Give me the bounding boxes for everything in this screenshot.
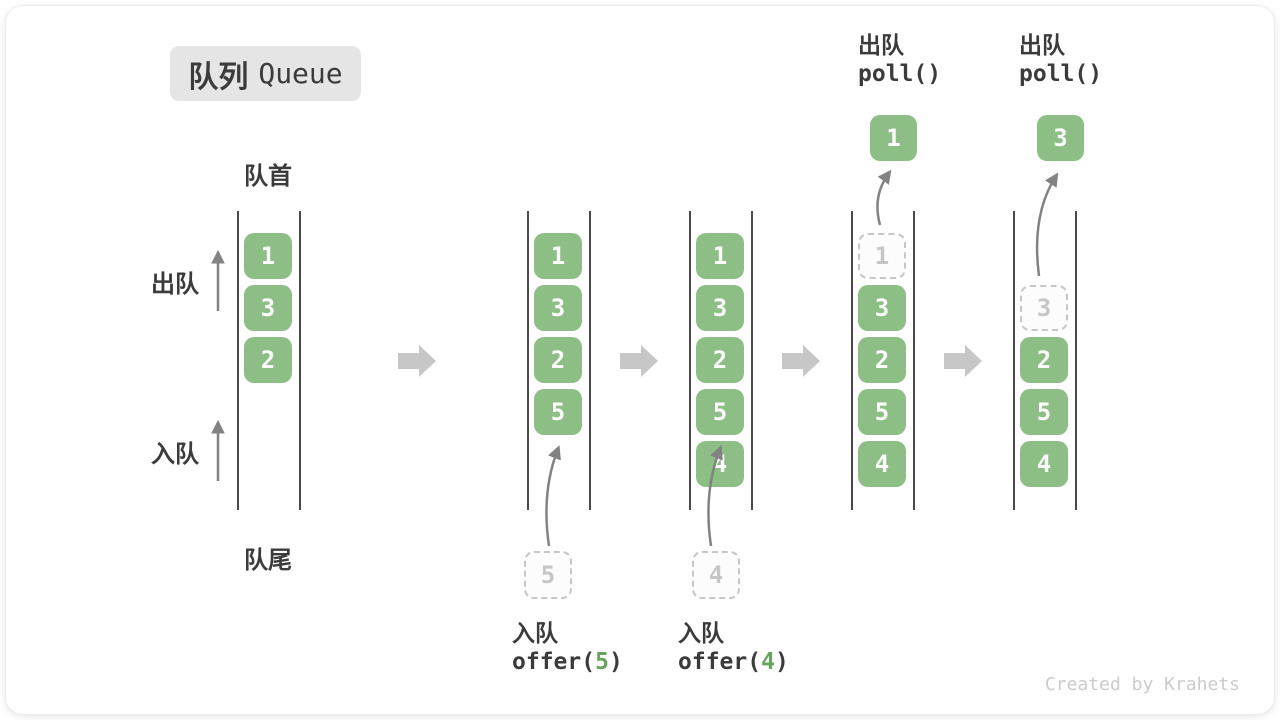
popped-element-box: 3 [1037,115,1084,161]
queue-wall [237,211,239,510]
pending-element-box: 4 [692,551,740,599]
queue-cell-removed: 1 [858,233,906,279]
queue-cell: 4 [858,441,906,487]
queue-wall [751,211,753,510]
flow-arrow-icon [398,345,436,377]
flow-arrow-icon [944,345,982,377]
caption-poll-3-label: 出队 [1019,32,1065,58]
popped-element-box: 1 [870,115,917,161]
watermark: Created by Krahets [1044,674,1240,695]
queue-cell: 2 [534,337,582,383]
queue-cell: 2 [244,337,292,383]
queue-cell: 4 [696,441,744,487]
queue-cell: 5 [534,389,582,435]
caption-poll-3-code: poll() [1019,61,1102,87]
queue-cell: 5 [1020,389,1068,435]
code-arg: 4 [761,649,775,675]
queue-cell: 3 [696,285,744,331]
label-enqueue: 入队 [151,441,199,468]
code-arg: 5 [595,649,609,675]
caption-enqueue-4-label: 入队 [678,620,724,646]
queue-wall [299,211,301,510]
caption-poll-1-label: 出队 [858,32,904,58]
queue-cell-removed: 3 [1020,285,1068,331]
queue-wall [589,211,591,510]
caption-enqueue-4: 入队 offer(4) [678,614,789,675]
flow-arrow-icon [782,345,820,377]
code-text: ) [774,649,789,675]
queue-wall [1013,211,1015,510]
queue-cell: 3 [534,285,582,331]
code-text: offer( [678,649,762,675]
queue-cell: 2 [858,337,906,383]
queue-cell: 1 [696,233,744,279]
caption-enqueue-5-code: offer(5) [512,649,623,675]
queue-cell: 1 [244,233,292,279]
caption-poll-1-code: poll() [858,61,941,87]
caption-poll-3: 出队 poll() [1019,26,1102,87]
label-queue-tail: 队尾 [244,547,292,574]
queue-wall [1075,211,1077,510]
queue-wall [913,211,915,510]
title-en: Queue [258,57,343,90]
pending-element-box: 5 [524,551,572,599]
queue-cell: 5 [858,389,906,435]
queue-wall [527,211,529,510]
queue-wall [851,211,853,510]
queue-cell: 4 [1020,441,1068,487]
flow-arrow-icon [620,345,658,377]
code-text: poll() [1019,61,1103,87]
caption-enqueue-5-label: 入队 [512,620,558,646]
caption-enqueue-5: 入队 offer(5) [512,614,623,675]
queue-cell: 1 [534,233,582,279]
title-zh: 队列 [188,60,249,94]
label-queue-head: 队首 [244,163,292,190]
code-text: poll() [858,61,942,87]
title-box: 队列 Queue [170,46,361,101]
code-text: offer( [512,649,596,675]
queue-cell: 2 [696,337,744,383]
queue-cell: 5 [696,389,744,435]
label-dequeue: 出队 [151,271,199,298]
caption-enqueue-4-code: offer(4) [678,649,789,675]
queue-wall [689,211,691,510]
code-text: ) [608,649,623,675]
caption-poll-1: 出队 poll() [858,26,941,87]
queue-cell: 2 [1020,337,1068,383]
queue-cell: 3 [244,285,292,331]
queue-cell: 3 [858,285,906,331]
